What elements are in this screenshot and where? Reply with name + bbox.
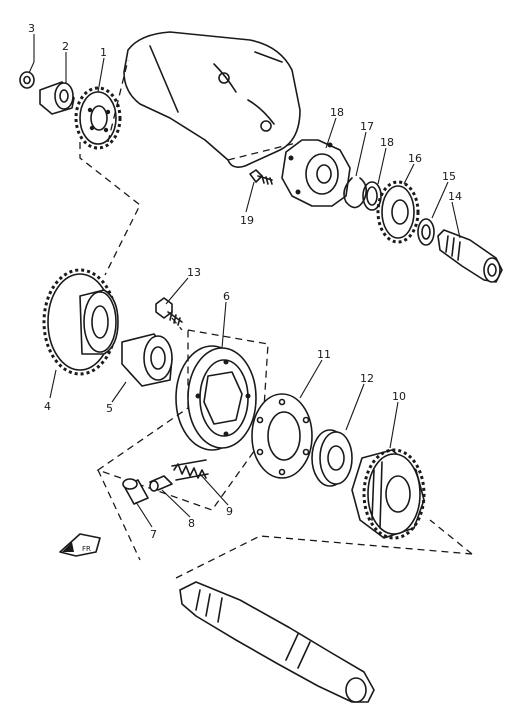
- part-15-washer: [417, 218, 435, 246]
- part-5-sleeve: [121, 333, 173, 387]
- part-labels: 3 2 1 4 5 6 7 8 9 10 11 12 13 14 15 16 1…: [28, 22, 462, 541]
- part-14-shaft: [437, 229, 503, 283]
- label-part-14: 14: [448, 190, 462, 203]
- label-part-11: 11: [317, 348, 331, 361]
- front-arrow-icon: FR: [59, 533, 101, 557]
- label-part-16: 16: [408, 152, 422, 165]
- crankshaft: [175, 519, 473, 703]
- label-part-4: 4: [44, 400, 51, 413]
- label-part-15: 15: [442, 170, 456, 183]
- part-13-bolt: [155, 297, 183, 326]
- label-part-19: 19: [240, 214, 254, 227]
- part-10-gear-hub: [351, 448, 426, 540]
- connection-lines-upper: [79, 59, 301, 276]
- label-part-1: 1: [100, 46, 107, 59]
- label-part-18: 18: [380, 136, 394, 149]
- part-8-plunger: [149, 475, 173, 492]
- label-part-13: 13: [187, 266, 201, 279]
- label-part-6: 6: [223, 290, 230, 303]
- part-16-gear: [376, 180, 420, 244]
- label-part-9: 9: [226, 505, 233, 518]
- label-part-12: 12: [360, 372, 374, 385]
- leader-lines: [28, 34, 461, 528]
- part-3-washer: [19, 71, 35, 89]
- part-1-gear: [74, 86, 122, 150]
- part-18-cover: [281, 139, 351, 207]
- part-19-bolt: [249, 169, 273, 185]
- starter-motor-housing: [123, 31, 301, 168]
- part-15-ring-a: [362, 181, 382, 211]
- part-2-bushing: [39, 81, 75, 115]
- part-11-plate: [251, 393, 313, 479]
- svg-text:FR: FR: [82, 545, 91, 553]
- part-9-spring: [171, 459, 209, 481]
- label-part-2: 2: [62, 40, 69, 53]
- label-part-7: 7: [150, 528, 157, 541]
- label-part-8: 8: [188, 517, 195, 530]
- label-part-5: 5: [106, 402, 113, 415]
- part-7-roller: [122, 478, 149, 505]
- label-part-18-plate: 18: [330, 106, 344, 119]
- label-part-17: 17: [360, 120, 374, 133]
- part-6-clutch-housing: [175, 345, 257, 451]
- part-4-large-gear: [42, 268, 119, 376]
- part-12-bearing: [311, 429, 353, 487]
- part-17-circlip: [343, 177, 368, 209]
- label-part-3: 3: [28, 22, 35, 35]
- label-part-10: 10: [392, 390, 406, 403]
- clutch-assembly-outline: [96, 317, 269, 561]
